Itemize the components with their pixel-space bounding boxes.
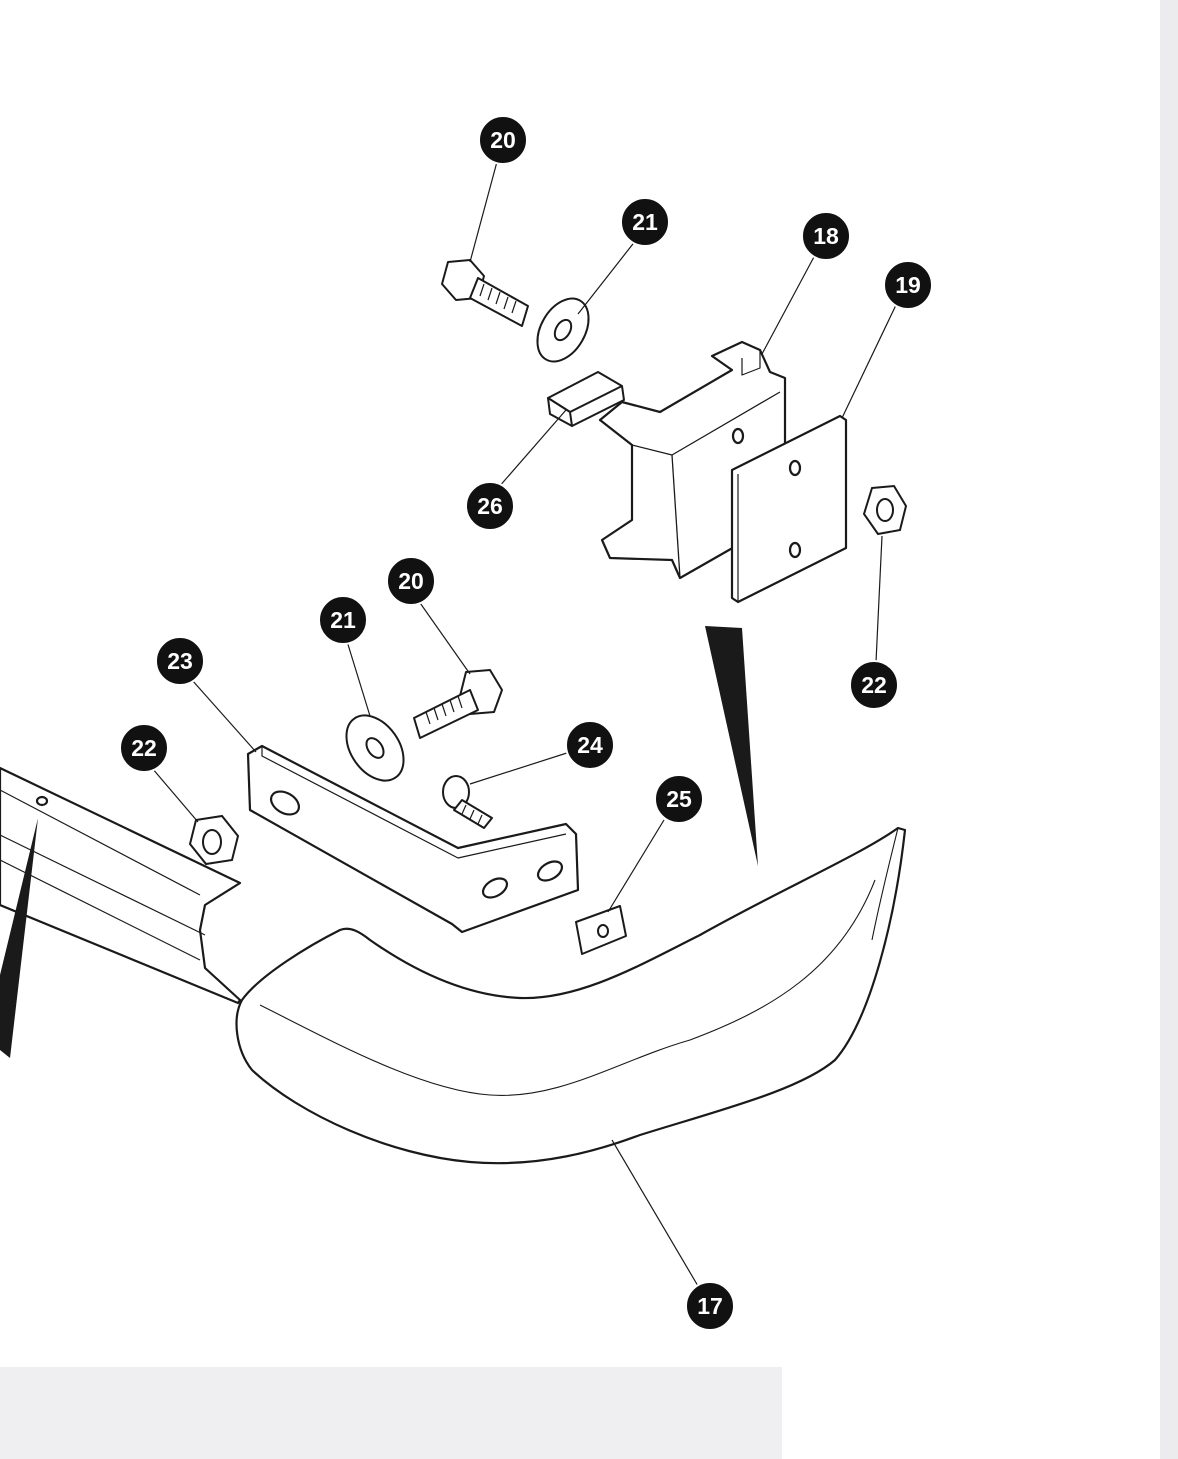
callout-19: 19 xyxy=(883,260,933,310)
bolt-top xyxy=(441,259,529,327)
leader-lines xyxy=(151,157,897,1287)
screw xyxy=(442,775,493,829)
callout-21-mid: 21 xyxy=(318,595,368,645)
callout-label: 23 xyxy=(167,648,193,674)
callout-20-top: 20 xyxy=(478,115,528,165)
bolt-mid xyxy=(413,669,503,739)
washer-top xyxy=(536,297,590,363)
callout-label: 21 xyxy=(330,607,356,633)
lock-nut-right xyxy=(862,484,908,536)
callout-label: 22 xyxy=(131,735,157,761)
callout-label: 26 xyxy=(477,493,503,519)
callout-20-mid: 20 xyxy=(386,556,436,606)
callout-24: 24 xyxy=(565,720,615,770)
bumper-rail xyxy=(0,766,242,1005)
spring-clip xyxy=(547,371,625,427)
insertion-arrow-right xyxy=(705,626,758,866)
caption-panel xyxy=(0,1367,782,1459)
callout-17: 17 xyxy=(685,1281,735,1331)
callout-label: 18 xyxy=(813,223,839,249)
callout-label: 20 xyxy=(490,127,516,153)
clip-nut xyxy=(575,905,627,955)
washer-mid xyxy=(345,714,405,782)
bumper-end-cap xyxy=(235,826,907,1165)
scrollbar-track[interactable] xyxy=(1160,0,1178,1459)
insertion-arrow-left xyxy=(0,818,38,1058)
callout-label: 22 xyxy=(861,672,887,698)
callout-label: 21 xyxy=(632,209,658,235)
callout-23: 23 xyxy=(155,636,205,686)
callout-label: 19 xyxy=(895,272,921,298)
callout-label: 24 xyxy=(577,732,603,758)
callout-label: 25 xyxy=(666,786,692,812)
backing-plate xyxy=(730,414,848,604)
callout-26: 26 xyxy=(465,481,515,531)
callout-22-right: 22 xyxy=(849,660,899,710)
callout-label: 17 xyxy=(697,1293,723,1319)
callout-25: 25 xyxy=(654,774,704,824)
callout-21-top: 21 xyxy=(620,197,670,247)
callout-label: 20 xyxy=(398,568,424,594)
callout-22-left: 22 xyxy=(119,723,169,773)
callout-18: 18 xyxy=(801,211,851,261)
mounting-bracket xyxy=(246,744,580,934)
lock-nut-left xyxy=(188,814,240,866)
